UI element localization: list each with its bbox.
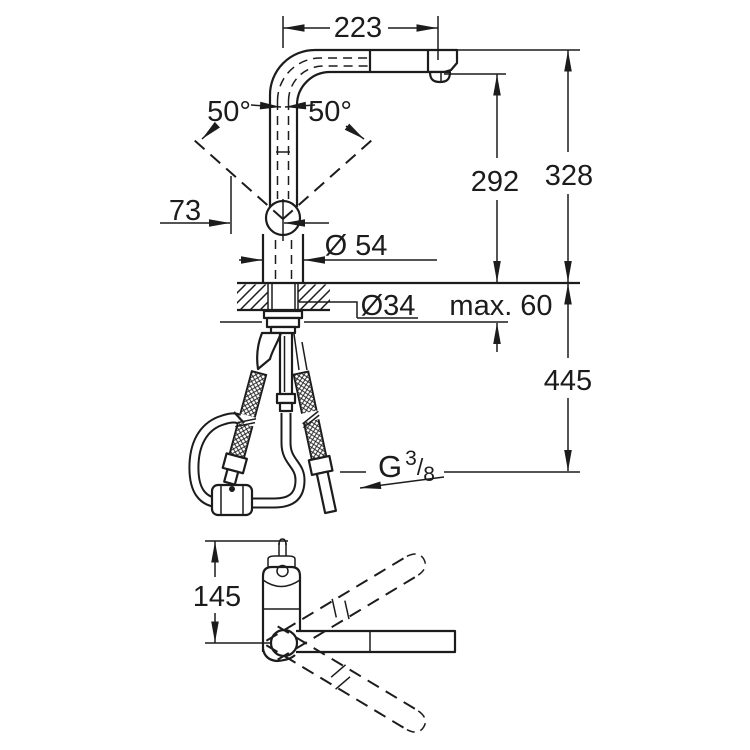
top-view: 145: [193, 538, 457, 733]
dim-spout-height-label: 292: [471, 166, 519, 198]
spout-top-view: [296, 629, 457, 654]
dim-spout-projection-label: 223: [334, 12, 382, 44]
deck-hatch-left: [237, 284, 268, 309]
dim-deck-thickness: max. 60: [449, 290, 553, 352]
hose-thread-end: [223, 468, 240, 486]
callout-step: [299, 301, 358, 318]
dim-lever-reach: 73: [160, 176, 329, 234]
swivel-joint-circle: [269, 628, 299, 658]
angle-left-label: 50°: [207, 96, 251, 128]
nut-collar: [269, 325, 297, 335]
hose-coupling-lower: [278, 401, 294, 413]
dim-deck-thickness-label: max. 60: [449, 290, 552, 322]
dim-swivel-depth-label: 145: [193, 581, 241, 613]
hose-guide-horn: [256, 331, 283, 371]
arm-break-ticks: [331, 598, 350, 620]
cap-top: [267, 555, 296, 567]
faucet-top: [261, 538, 457, 733]
weight-screw: [229, 486, 235, 492]
dim-spout-height: 292: [444, 73, 519, 282]
spout-pipe: [268, 48, 459, 207]
arm-edges: [265, 555, 419, 661]
mounting-nut: [262, 309, 304, 335]
lever-pivot-circle: [276, 564, 289, 578]
hose-thread-end: [315, 470, 338, 515]
swivel-arc-dashed-upper: [265, 553, 427, 661]
arm-edges: [265, 625, 419, 731]
dim-hose-length: 445: [544, 283, 592, 471]
pullout-hose: [188, 333, 306, 509]
braid-break-ticks: [302, 410, 320, 429]
lever-hidden-line: [276, 101, 290, 199]
leader-arrow: [359, 476, 445, 490]
body-hidden-lines: [274, 240, 293, 281]
countertop: [220, 281, 580, 323]
arc-arrow-inner: [250, 101, 282, 110]
dim-lever-reach-label: 73: [169, 195, 201, 227]
braid-break-ticks: [235, 418, 257, 428]
swivel-arc-dashed-lower: [265, 625, 427, 733]
arm-end-cap: [406, 710, 427, 733]
arm-break-ticks: [330, 664, 351, 690]
supply-hose-right: [292, 370, 338, 515]
nut: [265, 316, 301, 329]
arc-arrow-outer: [344, 123, 365, 140]
hose-loop-inner: [190, 413, 304, 507]
hose-weight: [210, 483, 254, 517]
dim-swivel-angle-left: 50°: [201, 96, 282, 140]
hose-end-cap: [233, 411, 245, 424]
right-hose-stub: [293, 333, 308, 371]
dim-body-diameter-label: Ø 54: [325, 230, 388, 262]
body-outline: [261, 565, 302, 652]
weight-body: [210, 483, 254, 517]
front-view: 223 50° 50° 73 Ø 54: [160, 12, 593, 517]
dim-total-height: 328: [457, 49, 593, 282]
dim-hole-diameter: Ø34: [299, 290, 418, 322]
knob-cap: [278, 538, 287, 546]
dim-body-diameter: Ø 54: [239, 230, 437, 264]
pullout-hose-hidden-line: [276, 57, 368, 102]
arc-arrow-outer: [201, 121, 220, 140]
dim-hole-diameter-label: Ø34: [361, 290, 416, 322]
angle-right-label: 50°: [308, 96, 352, 128]
supply-hose-left: [221, 369, 268, 486]
arm-end-cap: [406, 553, 427, 576]
dim-hose-length-label: 445: [544, 365, 592, 397]
deck-hatch-right: [298, 284, 330, 309]
arc-arrow-inner: [284, 101, 316, 110]
body-dome-arc: [262, 579, 301, 588]
dim-swivel-depth: 145: [193, 540, 288, 644]
dim-spout-projection: 223: [282, 12, 439, 60]
dim-swivel-angle-right: 50°: [284, 96, 365, 140]
dim-total-height-label: 328: [545, 160, 593, 192]
faucet-front: [188, 48, 459, 517]
hose-coupling-upper: [275, 392, 297, 405]
base-arc: [261, 648, 296, 663]
